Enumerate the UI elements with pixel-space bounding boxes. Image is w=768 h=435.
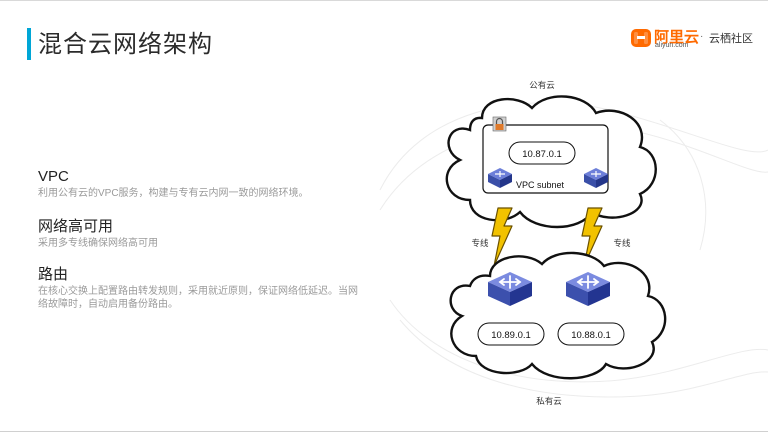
section-routing: 路由 在核心交换上配置路由转发规则，采用就近原则，保证网络低延迟。当网络故障时，… [38, 266, 358, 311]
section-title-routing: 路由 [38, 266, 69, 283]
bottom-rule [0, 431, 768, 432]
private-cloud-icon [449, 251, 667, 380]
logo-separator: · [700, 31, 704, 42]
right-line-label: 专线 [613, 238, 631, 248]
section-title-vpc: VPC [38, 168, 69, 185]
private-cloud-label: 私有云 [536, 396, 562, 406]
section-desc-vpc: 利用公有云的VPC服务，构建与专有云内网一致的网络环境。 [38, 188, 309, 199]
section-desc-ha: 采用多专线确保网络高可用 [38, 238, 158, 249]
section-ha: 网络高可用 采用多专线确保网络高可用 [38, 218, 368, 250]
page-title: 混合云网络架构 [38, 31, 213, 58]
top-rule [0, 0, 768, 1]
left-line-label: 专线 [471, 238, 489, 248]
public-subnet-label: 10.87.0.1 [522, 149, 562, 160]
section-vpc: VPC 利用公有云的VPC服务，构建与专有云内网一致的网络环境。 [38, 168, 368, 200]
title-accent-bar [27, 28, 31, 60]
private-subnet-right-pill [557, 322, 625, 346]
public-cloud-label: 公有云 [529, 80, 555, 90]
private-subnet-left-label: 10.89.0.1 [491, 330, 531, 341]
public-subnet-pill [508, 141, 576, 165]
section-title-ha: 网络高可用 [38, 218, 114, 235]
private-subnet-right-label: 10.88.0.1 [571, 330, 611, 341]
logo-community: 云栖社区 [709, 33, 753, 45]
logo-domain: aliyun.com [655, 42, 689, 49]
logo-brand: 阿里云 [654, 29, 700, 46]
lock-icon [492, 116, 507, 132]
private-subnet-left-pill [477, 322, 545, 346]
section-desc-routing: 在核心交换上配置路由转发规则，采用就近原则，保证网络低延迟。当网络故障时，自动启… [38, 286, 358, 310]
vpc-subnet-label: VPC subnet [516, 180, 565, 190]
aliyun-logo-icon [631, 29, 651, 47]
